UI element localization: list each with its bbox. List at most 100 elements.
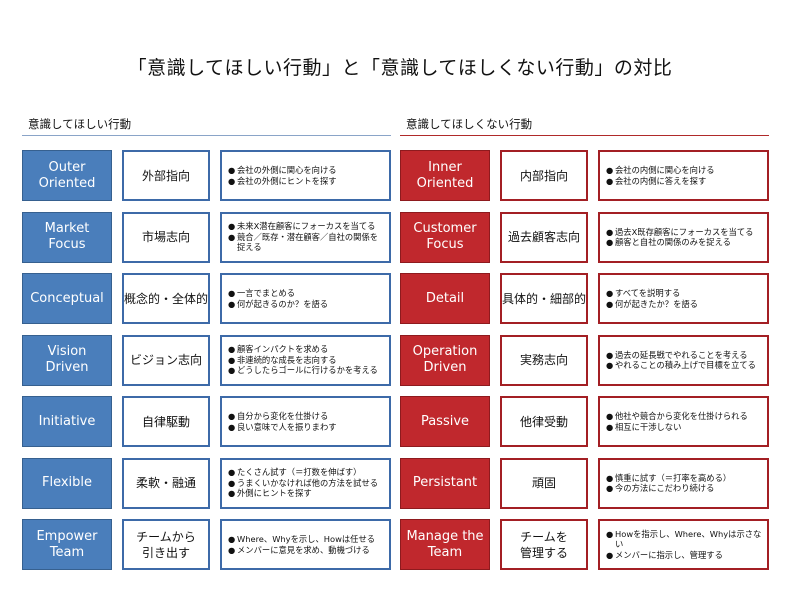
undesired-behavior-term: 過去顧客志向 — [500, 211, 588, 263]
bullet-dot-icon: ● — [228, 544, 236, 555]
bullet-text: やれることの積み上げで目標を立てる — [615, 360, 756, 370]
bullet-item: ●相互に干渉しない — [606, 422, 763, 433]
bullet-item: ●一言でまとめる — [228, 288, 385, 299]
bullet-text: 今の方法にこだわり続ける — [615, 483, 715, 493]
bullet-dot-icon: ● — [228, 165, 236, 175]
desired-behavior-term: チームから 引き出す — [122, 519, 210, 570]
undesired-behavior-term: 他律受動 — [500, 396, 588, 447]
undesired-behavior-description: ●慎重に試す（＝打率を高める）●今の方法にこだわり続ける — [598, 457, 769, 509]
desired-behavior-description: ●未来X潜在顧客にフォーカスを当てる●競合／既存・潜在顧客／自社の関係を捉える — [220, 211, 391, 263]
desired-behavior-description: ●自分から変化を仕掛ける●良い意味で人を振りまわす — [220, 396, 391, 447]
bullet-text: 外側にヒントを探す — [237, 488, 312, 499]
bullet-item: ●過去X既存顧客にフォーカスを当てる — [606, 227, 763, 238]
bullet-item: ●何が起きるのか？を語る — [228, 299, 385, 310]
bullet-text: メンバーに指示し、管理する — [615, 549, 723, 560]
undesired-behavior-description: ●会社の内側に関心を向ける●会社の内側に答えを探す — [598, 150, 769, 201]
desired-behavior-term: 概念的・全体的 — [122, 273, 210, 324]
bullet-dot-icon: ● — [606, 288, 614, 298]
bullet-item: ●慎重に試す（＝打率を高める） — [606, 473, 763, 484]
bullet-dot-icon: ● — [228, 288, 236, 298]
bullet-dot-icon: ● — [228, 354, 236, 365]
bullet-text: メンバーに意見を求め、動機づける — [237, 544, 370, 555]
bullet-text: 非連続的な成長を志向する — [237, 354, 337, 365]
bullet-dot-icon: ● — [606, 528, 614, 539]
bullet-text: 顧客インパクトを求める — [237, 344, 329, 355]
desired-column-heading: 意識してほしい行動 — [28, 117, 132, 131]
bullet-item: ●良い意味で人を振りまわす — [228, 422, 385, 433]
undesired-behavior-term: 具体的・細部的 — [500, 273, 588, 324]
bullet-text: 競合／既存・潜在顧客／自社の関係を捉える — [237, 231, 379, 253]
bullet-text: 会社の内側に関心を向ける — [615, 165, 715, 175]
bullet-item: ●非連続的な成長を志向する — [228, 355, 385, 366]
bullet-item: ●会社の外側に関心を向ける — [228, 165, 385, 176]
bullet-text: 会社の内側に答えを探す — [615, 175, 707, 186]
bullet-item: ●競合／既存・潜在顧客／自社の関係を捉える — [228, 232, 385, 253]
desired-behavior-label: Market Focus — [22, 211, 112, 263]
bullet-text: 会社の外側に関心を向ける — [237, 165, 337, 175]
desired-behavior-term: ビジョン志向 — [122, 334, 210, 386]
bullet-dot-icon: ● — [228, 488, 236, 499]
undesired-behavior-term: 内部指向 — [500, 150, 588, 201]
undesired-behavior-label: Passive — [400, 396, 490, 447]
undesired-behavior-term: チームを 管理する — [500, 519, 588, 570]
bullet-text: 自分から変化を仕掛ける — [237, 411, 329, 421]
bullet-item: ●会社の内側に答えを探す — [606, 176, 763, 187]
bullet-text: 相互に干渉しない — [615, 421, 682, 432]
bullet-dot-icon: ● — [606, 549, 614, 560]
bullet-dot-icon: ● — [606, 360, 614, 370]
desired-behavior-term: 自律駆動 — [122, 396, 210, 447]
undesired-behavior-label: Detail — [400, 273, 490, 324]
bullet-dot-icon: ● — [228, 365, 236, 376]
undesired-behavior-label: Persistant — [400, 457, 490, 509]
desired-heading-rule — [22, 135, 391, 136]
bullet-item: ●他社や競合から変化を仕掛けられる — [606, 411, 763, 422]
bullet-dot-icon: ● — [228, 534, 236, 544]
bullet-item: ●自分から変化を仕掛ける — [228, 411, 385, 422]
bullet-item: ●やれることの積み上げで目標を立てる — [606, 360, 763, 371]
undesired-behavior-description: ●過去の延長戦でやれることを考える●やれることの積み上げで目標を立てる — [598, 334, 769, 386]
desired-behavior-description: ●顧客インパクトを求める●非連続的な成長を志向する●どうしたらゴールに行けるかを… — [220, 334, 391, 386]
bullet-item: ●たくさん試す（＝打数を伸ばす） — [228, 467, 385, 478]
bullet-text: 良い意味で人を振りまわす — [237, 421, 337, 432]
bullet-dot-icon: ● — [606, 237, 614, 247]
bullet-dot-icon: ● — [606, 411, 614, 421]
undesired-behavior-label: Inner Oriented — [400, 150, 490, 201]
bullet-text: たくさん試す（＝打数を伸ばす） — [237, 467, 362, 478]
bullet-text: 何が起きたか？を語る — [615, 298, 698, 309]
bullet-item: ●未来X潜在顧客にフォーカスを当てる — [228, 221, 385, 232]
bullet-dot-icon: ● — [228, 221, 236, 232]
bullet-dot-icon: ● — [606, 165, 614, 175]
bullet-item: ●今の方法にこだわり続ける — [606, 483, 763, 494]
bullet-dot-icon: ● — [606, 483, 614, 493]
bullet-text: 何が起きるのか？を語る — [237, 298, 329, 309]
bullet-item: ●Where、Whyを示し、Howは任せる — [228, 534, 385, 545]
bullet-text: すべてを説明する — [615, 288, 681, 298]
bullet-dot-icon: ● — [606, 298, 614, 309]
undesired-behavior-term: 実務志向 — [500, 334, 588, 386]
bullet-text: 他社や競合から変化を仕掛けられる — [615, 411, 748, 421]
bullet-item: ●うまくいかなければ他の方法を試せる — [228, 478, 385, 489]
undesired-behavior-term: 頑固 — [500, 457, 588, 509]
page-title: 「意識してほしい行動」と「意識してほしくない行動」の対比 — [127, 57, 673, 79]
bullet-item: ●外側にヒントを探す — [228, 488, 385, 499]
bullet-dot-icon: ● — [606, 175, 614, 186]
desired-behavior-term: 柔軟・融通 — [122, 457, 210, 509]
bullet-dot-icon: ● — [606, 226, 614, 237]
bullet-text: 未来X潜在顧客にフォーカスを当てる — [237, 221, 376, 232]
bullet-dot-icon: ● — [228, 467, 236, 478]
desired-behavior-description: ●たくさん試す（＝打数を伸ばす）●うまくいかなければ他の方法を試せる●外側にヒン… — [220, 457, 391, 509]
desired-behavior-description: ●一言でまとめる●何が起きるのか？を語る — [220, 273, 391, 324]
undesired-behavior-label: Manage the Team — [400, 519, 490, 570]
bullet-item: ●メンバーに指示し、管理する — [606, 550, 763, 561]
